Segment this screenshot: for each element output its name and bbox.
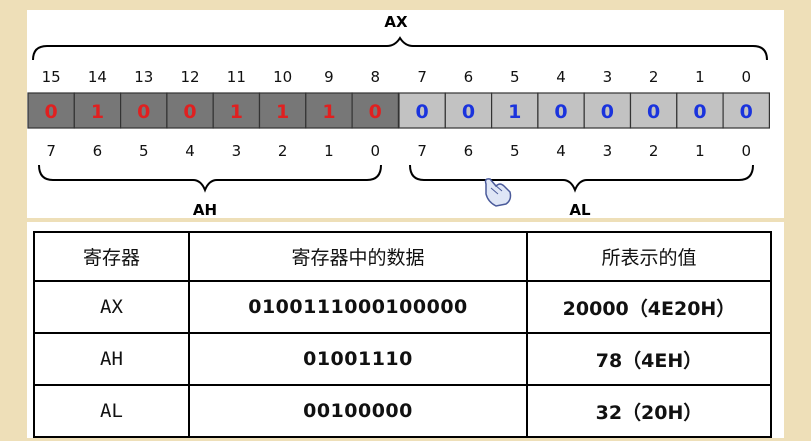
al-bottom-position: 2 — [649, 142, 659, 160]
ah-bottom-position: 4 — [185, 142, 195, 160]
ah-bit-value: 1 — [276, 101, 289, 123]
al-top-position: 3 — [603, 68, 613, 86]
register-value-table: 寄存器 寄存器中的数据 所表示的值 AX 0100111000100000 20… — [33, 231, 772, 438]
al-brace — [409, 164, 754, 193]
register-data: 00100000 — [188, 384, 528, 438]
ah-bottom-position: 2 — [278, 142, 288, 160]
header-register: 寄存器 — [33, 231, 190, 282]
table-row: AH 01001110 78（4EH） — [33, 332, 772, 386]
register-data: 0100111000100000 — [188, 280, 528, 334]
al-top-position: 7 — [417, 68, 427, 86]
ah-bit-cell — [212, 92, 261, 129]
ah-bottom-position: 5 — [139, 142, 149, 160]
al-top-position: 1 — [695, 68, 705, 86]
al-bit-value: 0 — [693, 101, 706, 123]
ah-bottom-position: 6 — [93, 142, 103, 160]
register-name: AX — [33, 280, 190, 334]
hand-cursor-icon — [484, 178, 512, 207]
ah-bit-cell — [305, 92, 353, 129]
ah-bit-cell — [27, 92, 75, 129]
register-name: AH — [33, 332, 190, 386]
al-label: AL — [569, 201, 591, 218]
ah-top-position: 10 — [273, 68, 292, 86]
al-bottom-position: 5 — [510, 142, 520, 160]
ah-top-position: 13 — [134, 68, 153, 86]
al-bottom-position: 7 — [417, 142, 427, 160]
header-represented-value: 所表示的值 — [526, 231, 772, 282]
ah-bottom-position: 1 — [324, 142, 334, 160]
al-bit-cell — [444, 92, 493, 129]
al-bit-cell — [583, 92, 632, 129]
ah-label: AH — [193, 201, 217, 218]
al-bit-cell — [629, 92, 678, 129]
table-header-row: 寄存器 寄存器中的数据 所表示的值 — [33, 231, 772, 282]
register-value: 32（20H） — [526, 384, 772, 438]
bit-cells: 0 1 0 0 1 1 1 0 0 0 1 0 0 0 0 0 — [27, 92, 770, 129]
header-register-data: 寄存器中的数据 — [188, 231, 528, 282]
ah-top-position: 15 — [42, 68, 61, 86]
al-bit-value: 0 — [601, 101, 614, 123]
al-top-position: 4 — [556, 68, 566, 86]
ah-bottom-position: 3 — [232, 142, 242, 160]
al-bit-value: 1 — [508, 101, 521, 123]
ah-bit-value: 0 — [183, 101, 196, 123]
register-table-panel: 寄存器 寄存器中的数据 所表示的值 AX 0100111000100000 20… — [27, 222, 784, 438]
ah-top-position: 11 — [227, 68, 246, 86]
al-bit-value: 0 — [416, 101, 429, 123]
al-bit-value: 0 — [647, 101, 660, 123]
al-top-position: 6 — [464, 68, 474, 86]
ah-bit-value: 0 — [137, 101, 150, 123]
al-top-position: 5 — [510, 68, 520, 86]
ah-top-position: 12 — [181, 68, 200, 86]
ah-bottom-position: 7 — [46, 142, 56, 160]
al-bottom-position: 1 — [695, 142, 705, 160]
al-bit-value: 0 — [462, 101, 475, 123]
ah-bit-cell — [351, 92, 400, 129]
al-bit-cell — [722, 92, 770, 129]
al-top-position: 2 — [649, 68, 659, 86]
table-row: AX 0100111000100000 20000（4E20H） — [33, 280, 772, 334]
ah-bit-value: 0 — [45, 101, 58, 123]
al-bit-value: 0 — [554, 101, 567, 123]
register-value: 78（4EH） — [526, 332, 772, 386]
ah-bottom-position: 0 — [370, 142, 380, 160]
table-row: AL 00100000 32（20H） — [33, 384, 772, 438]
register-data: 01001110 — [188, 332, 528, 386]
ax-brace — [32, 36, 768, 61]
ah-top-position: 8 — [370, 68, 380, 86]
ah-top-position: 14 — [88, 68, 107, 86]
al-bit-value: 0 — [740, 101, 753, 123]
al-bit-cell — [398, 92, 446, 129]
ah-bit-value: 1 — [230, 101, 243, 123]
al-bottom-position: 3 — [603, 142, 613, 160]
ah-bit-cell — [73, 92, 122, 129]
ah-top-position: 9 — [324, 68, 334, 86]
al-bottom-position: 6 — [464, 142, 474, 160]
ah-bit-value: 1 — [91, 101, 104, 123]
register-value: 20000（4E20H） — [526, 280, 772, 334]
ax-label: AX — [384, 13, 408, 31]
al-bottom-position: 0 — [741, 142, 751, 160]
ah-bit-cell — [258, 92, 307, 129]
ah-bit-value: 1 — [322, 101, 335, 123]
al-bottom-position: 4 — [556, 142, 566, 160]
al-top-position: 0 — [741, 68, 751, 86]
ah-bit-cell — [119, 92, 168, 129]
bottom-bit-positions: 7 6 5 4 3 2 1 0 7 6 5 4 3 2 1 0 — [46, 142, 751, 160]
ah-brace — [38, 164, 382, 193]
ah-bit-value: 0 — [369, 101, 382, 123]
al-bit-cell — [537, 92, 585, 129]
register-name: AL — [33, 384, 190, 438]
